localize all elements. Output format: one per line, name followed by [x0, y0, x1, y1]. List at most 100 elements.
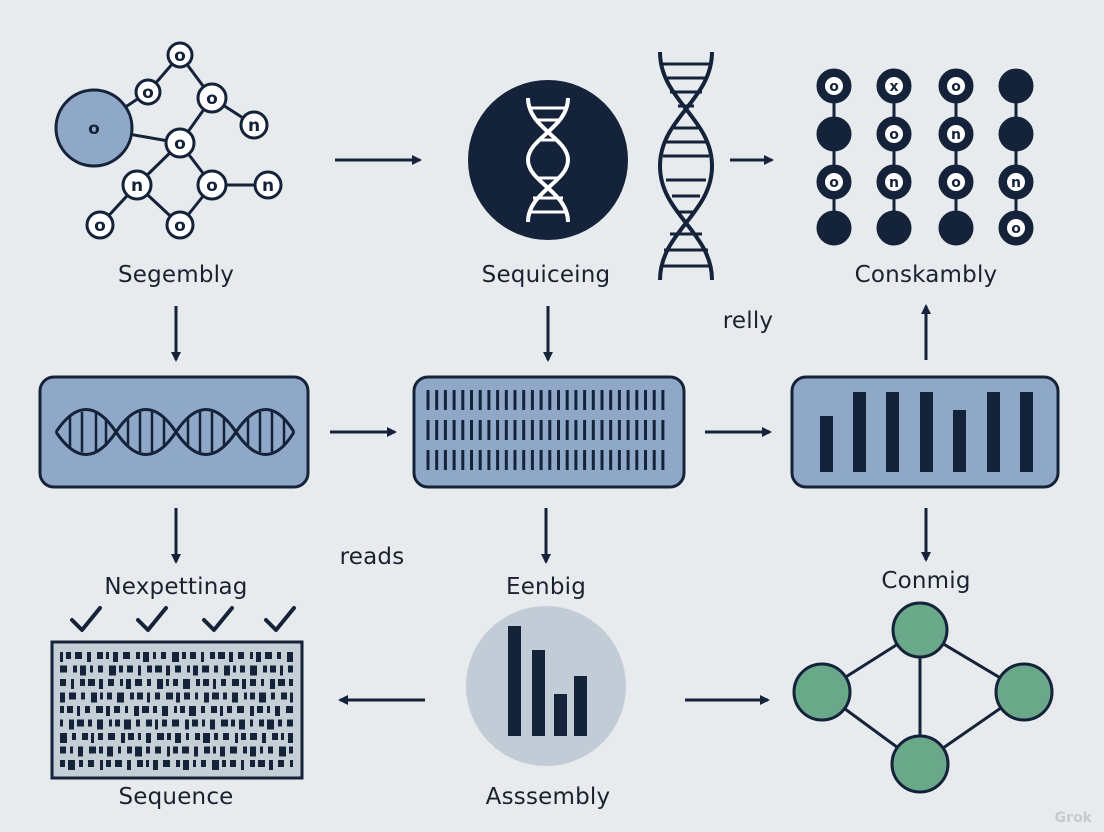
- sequence-cell: [231, 719, 235, 727]
- sequence-cell: [250, 665, 257, 676]
- sequence-cell: [60, 706, 64, 713]
- sequence-cell: [214, 733, 218, 740]
- graph-node-letter: n: [248, 116, 260, 136]
- sequence-cell: [263, 665, 267, 673]
- sequence-cell: [90, 665, 93, 673]
- sequence-reads-panel: [412, 375, 686, 489]
- sequence-cell: [175, 733, 181, 743]
- sequence-cell: [91, 733, 94, 743]
- sequence-cell: [98, 733, 103, 740]
- grid-node-letter: o: [829, 175, 839, 191]
- grid-node-letter: n: [951, 127, 961, 143]
- grid-node: [816, 116, 852, 152]
- dna-panel: [38, 375, 310, 489]
- sequence-cell: [260, 746, 263, 754]
- sequence-cell: [203, 679, 209, 686]
- sequence-cell: [117, 692, 124, 703]
- sequence-cell: [192, 719, 198, 727]
- sequence-cell: [120, 679, 123, 686]
- sequence-cell: [85, 706, 90, 713]
- sequence-cell: [281, 692, 287, 700]
- sequence-cell: [167, 733, 171, 740]
- sequence-cell: [98, 665, 103, 673]
- sequence-cell: [127, 760, 131, 770]
- grid-node-letter: n: [1011, 175, 1021, 191]
- sequence-cell: [166, 692, 173, 700]
- sequence-cell: [172, 652, 179, 662]
- sequence-cell: [279, 746, 286, 757]
- graph-node-letter: o: [88, 119, 100, 139]
- sequence-cell: [187, 665, 190, 673]
- sequence-cell: [166, 665, 170, 676]
- graph-node: [239, 110, 269, 140]
- sequence-cell: [115, 719, 120, 727]
- sequence-cell: [241, 760, 244, 770]
- sequence-cell: [87, 652, 91, 662]
- sequence-cell: [272, 733, 278, 740]
- sequence-cell: [142, 706, 149, 713]
- sequence-cell: [218, 652, 225, 659]
- sequence-cell: [201, 706, 205, 713]
- sequence-cell: [210, 652, 215, 659]
- sequence-cell: [238, 652, 244, 659]
- sequence-cell: [80, 665, 86, 676]
- grid-node-letter: x: [889, 79, 898, 95]
- sequence-cell: [232, 679, 239, 686]
- sequence-cell: [106, 706, 110, 716]
- sequence-cell: [182, 746, 189, 754]
- sequence-cell: [267, 706, 270, 713]
- graph-node: [134, 78, 162, 106]
- sequence-cell: [80, 679, 85, 686]
- sequence-cell: [259, 692, 266, 703]
- sequence-cell: [157, 679, 163, 689]
- sequence-cell: [224, 665, 230, 676]
- sequence-cell: [204, 692, 209, 703]
- graph-node-letter: o: [142, 83, 154, 103]
- sequence-cell: [88, 719, 92, 727]
- sequence-cell: [193, 760, 196, 767]
- sequence-cell: [287, 652, 293, 662]
- sequence-cell: [166, 679, 169, 686]
- sequence-cell: [202, 665, 209, 673]
- sequence-cell: [163, 760, 170, 767]
- sequence-cell: [70, 746, 73, 754]
- sequence-cell: [123, 652, 130, 659]
- sequence-cell: [78, 746, 83, 757]
- sequence-cell: [227, 706, 232, 713]
- sequence-cell: [175, 665, 181, 673]
- sequence-cell: [162, 706, 168, 716]
- sequence-cell: [97, 719, 103, 730]
- sequence-cell: [107, 692, 112, 700]
- graph-node: [121, 169, 153, 201]
- sequence-cell: [88, 679, 95, 686]
- sequence-cell: [189, 706, 196, 716]
- graph-node: [196, 169, 228, 201]
- sequence-cell: [77, 719, 84, 727]
- sequence-cell: [244, 692, 247, 700]
- sequence-cell: [155, 719, 158, 730]
- sequence-cell: [60, 719, 63, 727]
- graph-node-letter: o: [94, 216, 106, 236]
- sequence-cell: [193, 665, 198, 676]
- sequence-cell: [242, 679, 246, 689]
- sequence-cell: [201, 652, 204, 662]
- sequence-cell: [257, 706, 263, 713]
- sequence-cell: [204, 746, 210, 754]
- dna-helix-icon: [657, 51, 715, 281]
- sequence-cell: [223, 692, 227, 700]
- grid-node: [876, 210, 912, 246]
- sequence-cell: [155, 665, 162, 673]
- grid-node-letter: o: [951, 175, 961, 191]
- sequence-cell: [256, 652, 261, 662]
- sequence-cell: [126, 679, 131, 689]
- sequence-cell: [290, 760, 293, 767]
- sequence-cell: [130, 692, 134, 700]
- sequence-cell: [72, 733, 76, 740]
- sequence-cell: [230, 760, 236, 767]
- sequence-alignment-table: [50, 640, 304, 780]
- sequence-cell: [60, 760, 65, 767]
- sequence-cell: [288, 733, 293, 743]
- sequence-cell: [278, 679, 285, 686]
- label-sequence: Sequence: [118, 784, 234, 810]
